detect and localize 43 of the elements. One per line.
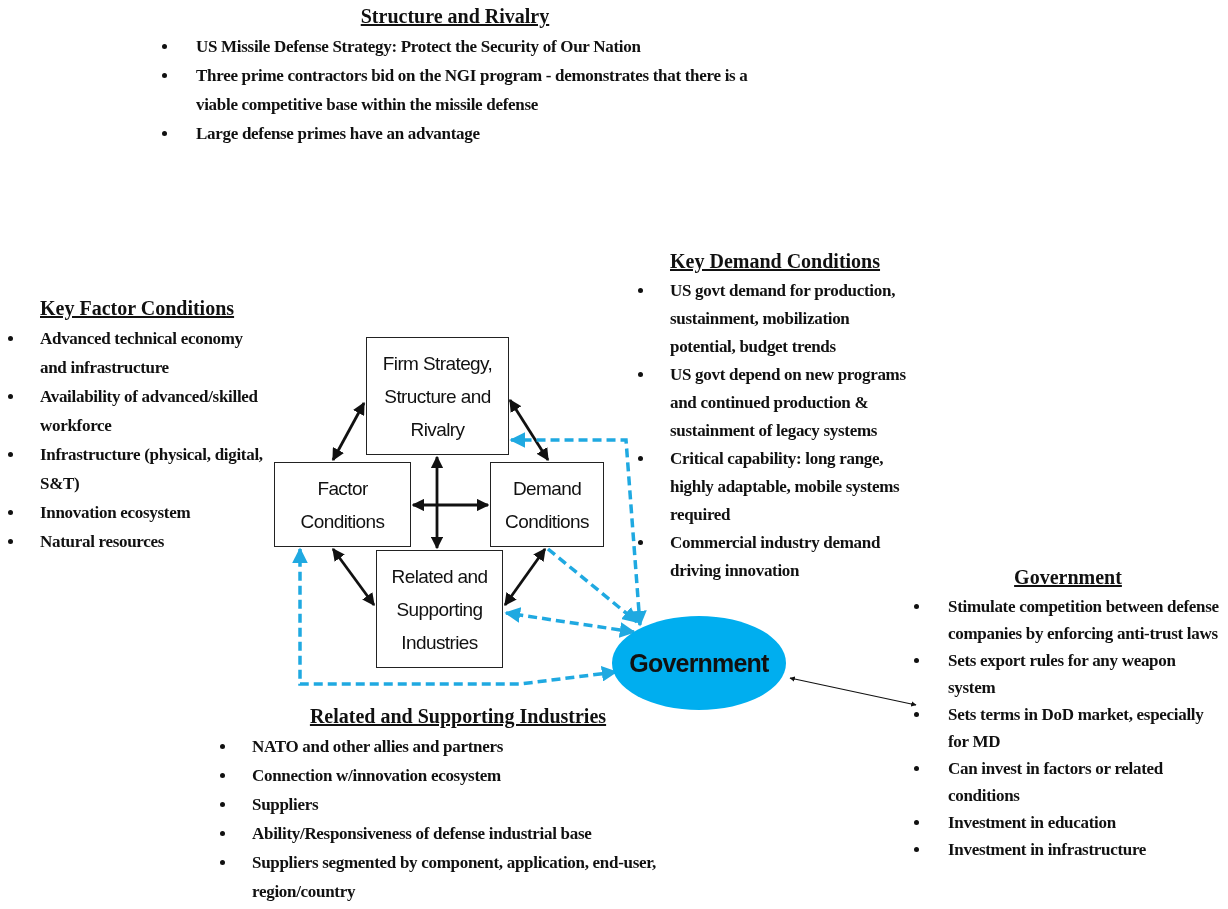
arrow	[331, 548, 376, 606]
bullet-text: Sets export rules for any weapon system	[948, 651, 1176, 697]
process-box: Related and Supporting Industries	[376, 550, 503, 668]
bullet-text: Three prime contractors bid on the NGI program - demonstrates that there is a viable competitive base within the missile defense	[196, 66, 748, 114]
bullet-text: Commercial industry demand driving innovation	[670, 533, 881, 580]
bullet-text: Infrastructure (physical, digital, S&T)	[40, 445, 263, 493]
bullet-text: US govt demand for production, sustainment, mobilization potential, budget trends	[670, 281, 896, 356]
bullet-text: Ability/Responsiveness of defense industrial base	[252, 824, 592, 843]
bullet-text: Sets terms in DoD market, especially for MD	[948, 705, 1204, 751]
dashed-arrow	[546, 547, 639, 624]
bullet-text: Large defense primes have an advantage	[196, 124, 480, 143]
section-heading: Key Demand Conditions	[670, 250, 881, 272]
bullet-text: Innovation ecosystem	[40, 503, 191, 522]
bullet-text: Can invest in factors or related conditions	[948, 759, 1163, 805]
bullet-text: Critical capability: long range, highly adaptable, mobile systems required	[670, 449, 900, 524]
bullet-text: US govt depend on new programs and continued production & sustainment of legacy systems	[670, 365, 906, 440]
arrow	[503, 547, 547, 607]
section-heading: Related and Supporting Industries	[309, 705, 607, 727]
bullet-text: Natural resources	[40, 532, 165, 551]
bullet-text: Investment in infrastructure	[948, 840, 1147, 859]
government-ellipse: Government	[612, 616, 786, 710]
bullet-text: Advanced technical economy and infrastructure	[40, 329, 243, 377]
section-heading: Structure and Rivalry	[360, 5, 550, 27]
section-heading: Key Factor Conditions	[40, 297, 235, 319]
bullet-text: Suppliers segmented by component, application, end-user, region/country	[252, 853, 656, 901]
bullet-text: Connection w/innovation ecosystem	[252, 766, 501, 785]
bullet-text: NATO and other allies and partners	[252, 737, 503, 756]
dashed-arrow	[504, 607, 636, 638]
bullet-text: Suppliers	[252, 795, 319, 814]
arrow	[430, 455, 444, 550]
bullet-text: Investment in education	[948, 813, 1116, 832]
arrow	[331, 401, 366, 462]
arrow	[411, 498, 490, 512]
section-heading: Government	[1014, 566, 1122, 588]
process-box: Firm Strategy, Structure and Rivalry	[366, 337, 509, 455]
arrow	[508, 398, 550, 462]
process-box: Demand Conditions	[490, 462, 604, 547]
bullet-text: Availability of advanced/skilled workforce	[40, 387, 258, 435]
bullet-text: US Missile Defense Strategy: Protect the Security of Our Nation	[196, 37, 641, 56]
bullet-text: Stimulate competition between defense companies by enforcing anti-trust laws	[948, 597, 1219, 643]
dashed-arrow	[509, 432, 647, 627]
arrow	[789, 676, 917, 707]
process-box: Factor Conditions	[274, 462, 411, 547]
